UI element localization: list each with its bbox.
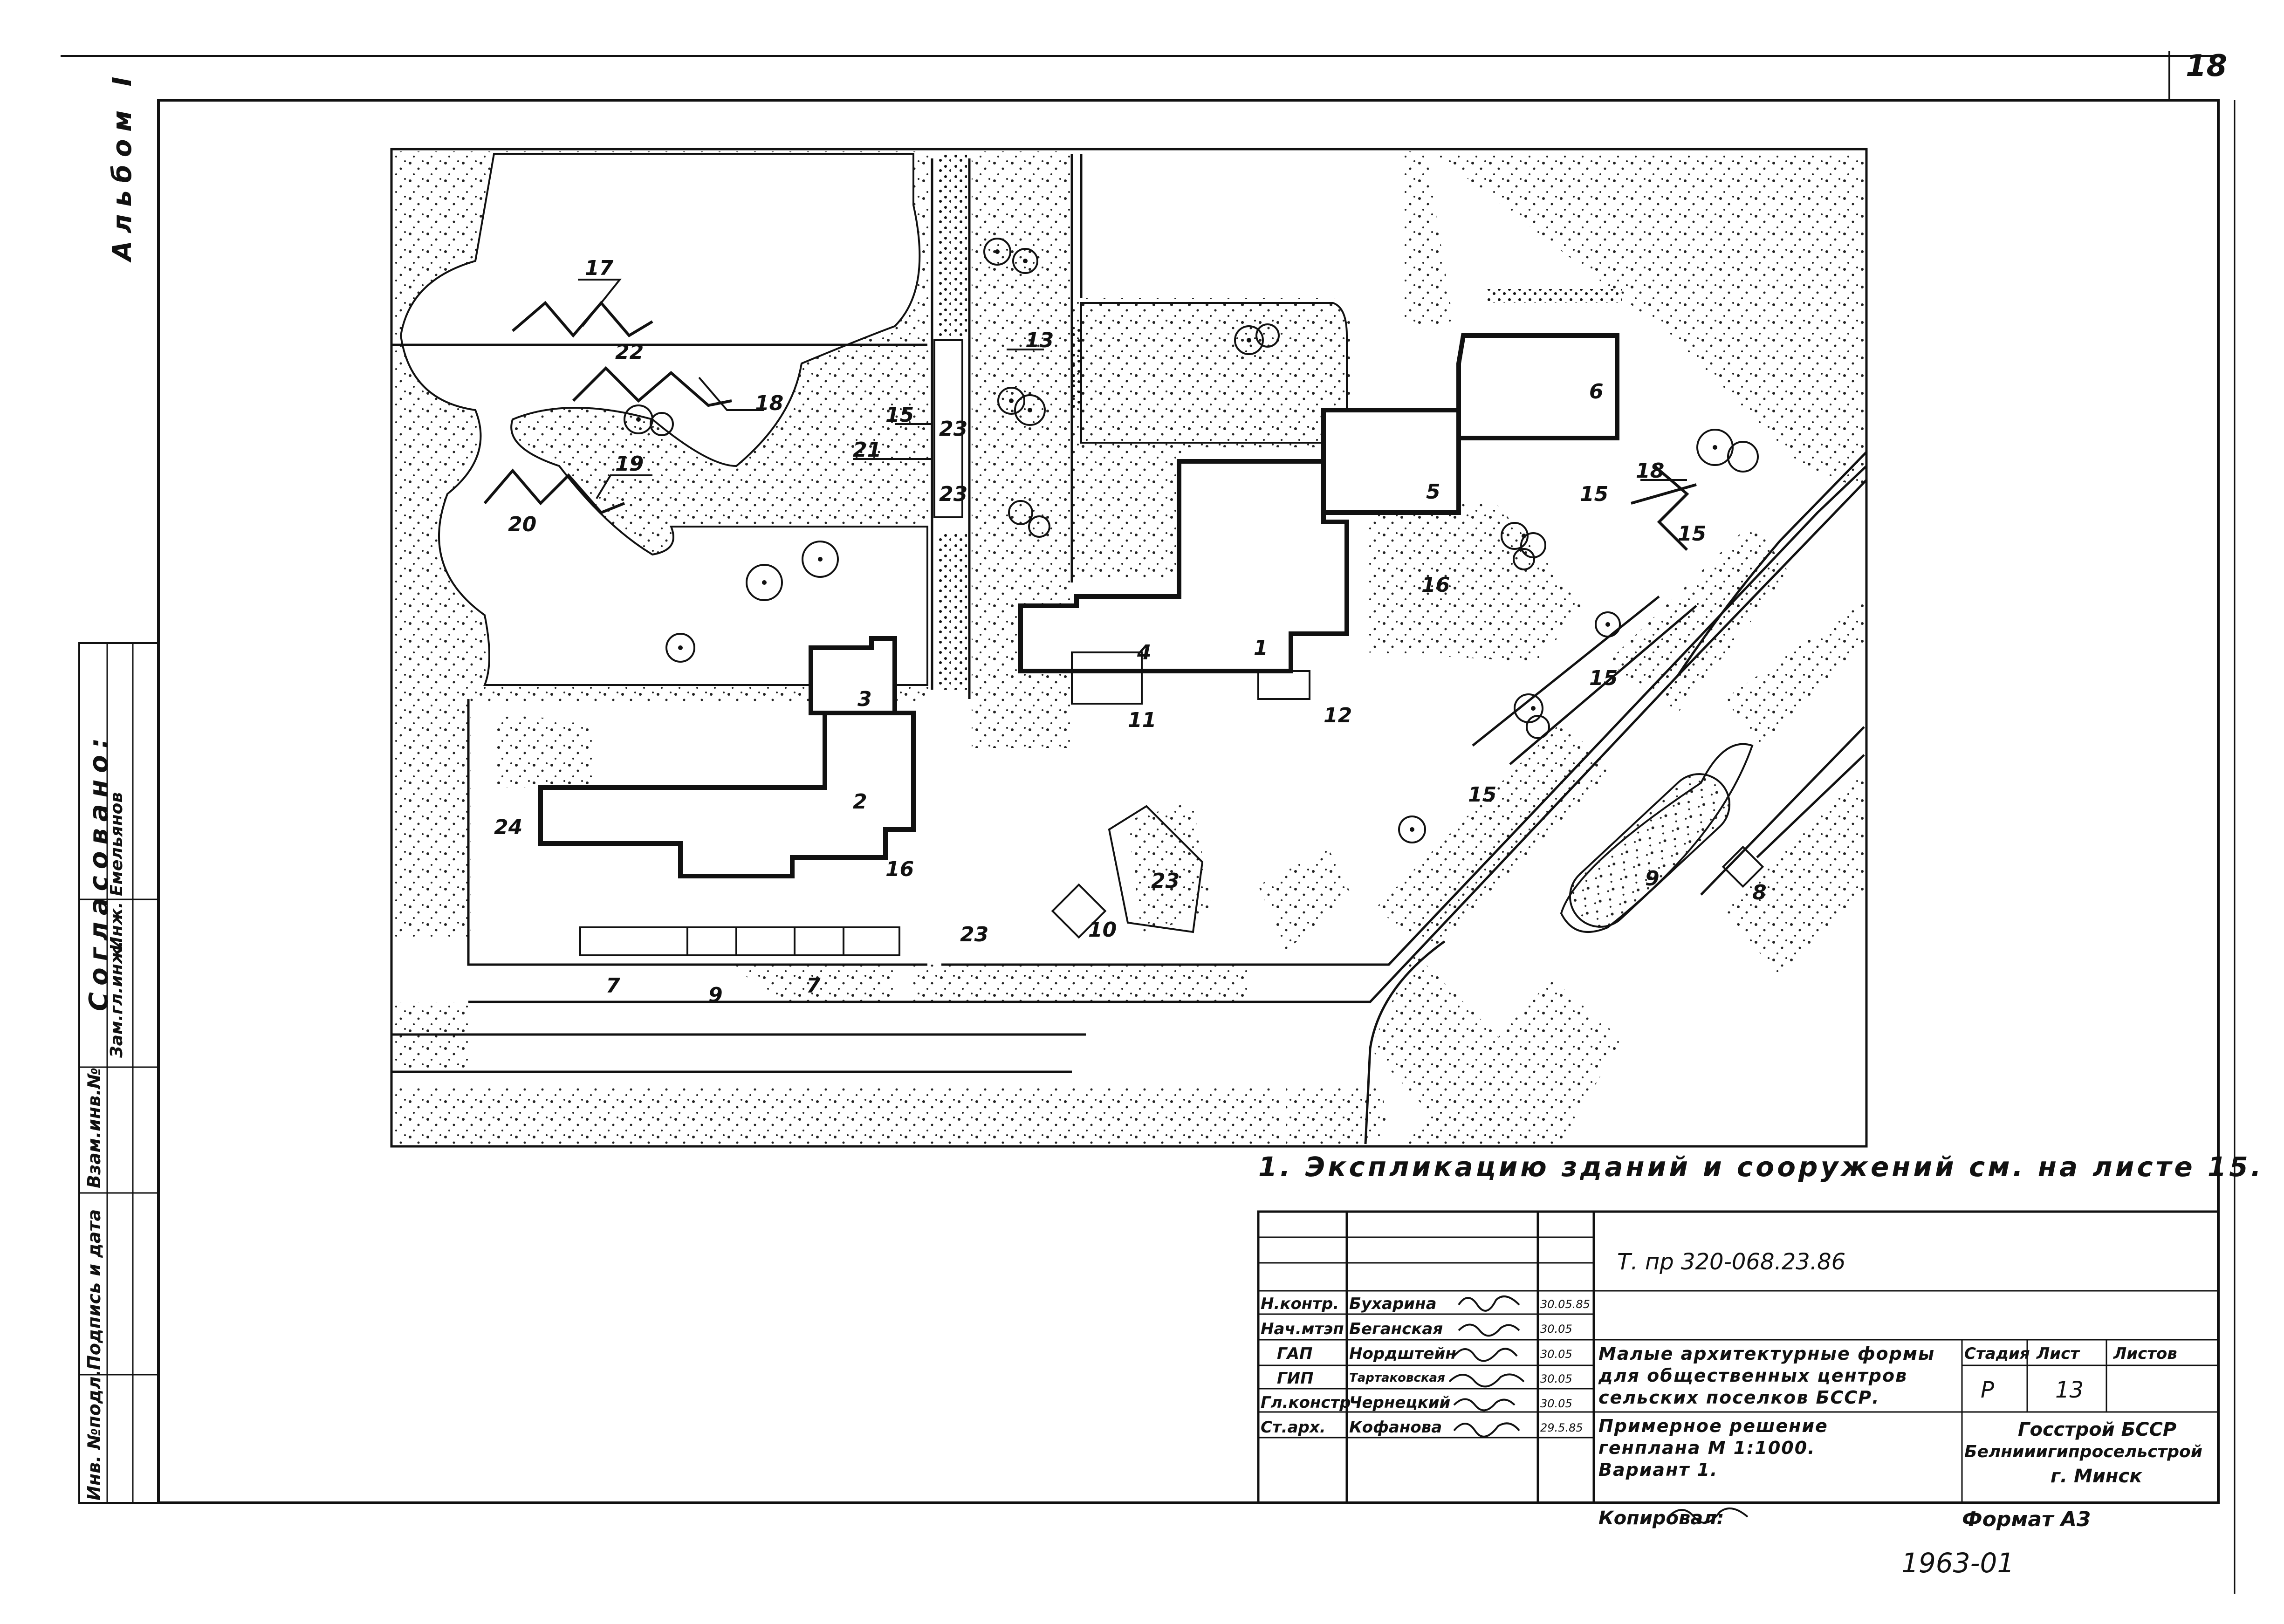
plan-label: 11 (1128, 708, 1156, 732)
side-field-inv-original: Инв. №подл. (84, 1370, 104, 1501)
plan-label: 23 (960, 923, 988, 946)
plan-labels: 1 2 3 4 5 6 7 7 8 9 9 10 11 12 13 15 15 … (494, 256, 1767, 1007)
organization-line: г. Минск (2051, 1466, 2142, 1487)
plan-label: 16 (885, 857, 914, 881)
plan-label: 24 (494, 815, 522, 839)
plan-label: 7 (806, 974, 821, 998)
hedges (937, 151, 1622, 690)
stamp-role: Н.контр. (1261, 1295, 1339, 1313)
plan-label: 2 (853, 790, 867, 814)
plan-label: 18 (1636, 459, 1664, 483)
plan-label: 3 (857, 687, 872, 711)
plan-label: 4 (1137, 641, 1152, 665)
sheet-header: Лист (2037, 1344, 2079, 1363)
stamp-role: ГИП (1277, 1369, 1314, 1388)
sheet-subtitle-line: Примерное решение (1598, 1416, 1828, 1436)
side-field-signature-date: Подпись и дата (84, 1209, 104, 1370)
side-column-engineer: Инж. Емельянов (107, 792, 126, 951)
stamp-name: Беганская (1349, 1320, 1443, 1338)
format-label: Формат А3 (1962, 1508, 2091, 1531)
stamp-name: Чернецкий (1349, 1393, 1451, 1412)
plan-label: 1 (1254, 636, 1268, 660)
archive-number: 1963-01 (1901, 1547, 2015, 1579)
trees (624, 238, 1759, 843)
small-structures (579, 339, 1764, 956)
stamp-name: Нордштейн (1349, 1344, 1456, 1363)
stamp-name: Бухарина (1349, 1295, 1437, 1313)
plan-label: 8 (1752, 881, 1767, 905)
album-label: Альбом I (107, 69, 137, 261)
plan-label: 15 (1589, 666, 1618, 690)
leader-lines (578, 279, 1687, 500)
stamp-date: 30.05 (1540, 1397, 1572, 1410)
stamp-role: Нач.мтэп (1261, 1320, 1344, 1338)
stamp-date: 29.5.85 (1540, 1421, 1583, 1434)
building-5 (1321, 408, 1461, 515)
stamp-name: Тартаковская (1349, 1371, 1445, 1385)
side-field-inv-replace: Взам.инв.№ (84, 1067, 104, 1188)
plan-label: 12 (1324, 704, 1352, 727)
stamp-name: Кофанова (1349, 1418, 1442, 1437)
plan-label: 18 (755, 391, 783, 415)
sheet-value: 13 (2055, 1377, 2084, 1403)
plan-label: 9 (708, 983, 723, 1007)
plan-label: 23 (1151, 869, 1180, 893)
stamp-role: Гл.констр (1261, 1393, 1351, 1412)
plan-label: 20 (508, 513, 536, 536)
plan-label: 19 (615, 452, 644, 476)
plan-label: 21 (853, 438, 881, 462)
plan-label: 7 (606, 974, 620, 998)
stamp-date: 30.05.85 (1540, 1298, 1590, 1311)
explication-note: 1. Экспликацию зданий и сооружений см. н… (1258, 1151, 2264, 1183)
plan-label: 6 (1589, 380, 1604, 404)
oval-island (1569, 773, 1731, 928)
plan-label: 5 (1426, 480, 1440, 504)
organization-line: Белнииигипросельстрой (1964, 1442, 2202, 1461)
organization-line: Госстрой БССР (2018, 1419, 2177, 1440)
stamp-role: ГАП (1277, 1344, 1313, 1363)
project-title-line: сельских поселков БССР. (1598, 1387, 1880, 1408)
sheet-subtitle-line: Вариант 1. (1598, 1460, 1718, 1480)
stamp-date: 30.05 (1540, 1372, 1572, 1385)
project-title-line: Малые архитектурные формы (1598, 1343, 1935, 1364)
side-column-deputy: Зам.гл.инж. (107, 940, 126, 1058)
plan-label: 10 (1088, 918, 1117, 942)
stage-value: Р (1981, 1377, 1994, 1403)
stage-header: Стадия (1964, 1344, 2030, 1363)
site-plan: 1 2 3 4 5 6 7 7 8 9 9 10 11 12 13 15 15 … (390, 148, 1868, 1148)
building-6 (1456, 333, 1619, 440)
document-code: Т. пр 320-068.23.86 (1617, 1249, 1846, 1275)
plan-label: 16 (1421, 573, 1450, 597)
plan-label: 15 (885, 403, 914, 427)
sheet-frame (61, 51, 2236, 1594)
plan-label: 15 (1468, 783, 1496, 807)
plan-label: 17 (585, 256, 614, 280)
buildings (538, 333, 1619, 878)
stamp-date: 30.05 (1540, 1322, 1572, 1336)
plan-label: 23 (939, 482, 967, 506)
title-block-grid (1257, 1210, 2220, 1504)
plan-label: 15 (1678, 522, 1706, 546)
stamp-role: Ст.арх. (1261, 1418, 1326, 1437)
page-number: 18 (2186, 49, 2228, 83)
tree-dots (636, 249, 1717, 832)
building-3 (809, 636, 897, 715)
plan-label: 15 (1580, 482, 1608, 506)
plan-label: 22 (615, 340, 644, 364)
plan-label: 23 (939, 417, 967, 441)
sheets-header: Листов (2113, 1344, 2177, 1363)
sheet-subtitle-line: генплана М 1:1000. (1598, 1438, 1816, 1458)
copied-label: Копировал: (1598, 1508, 1724, 1529)
stamp-date: 30.05 (1540, 1348, 1572, 1361)
plan-label: 9 (1645, 867, 1660, 891)
plan-label: 13 (1025, 329, 1054, 352)
project-title-line: для общественных центров (1598, 1365, 1908, 1386)
signatures (1448, 1295, 1749, 1524)
